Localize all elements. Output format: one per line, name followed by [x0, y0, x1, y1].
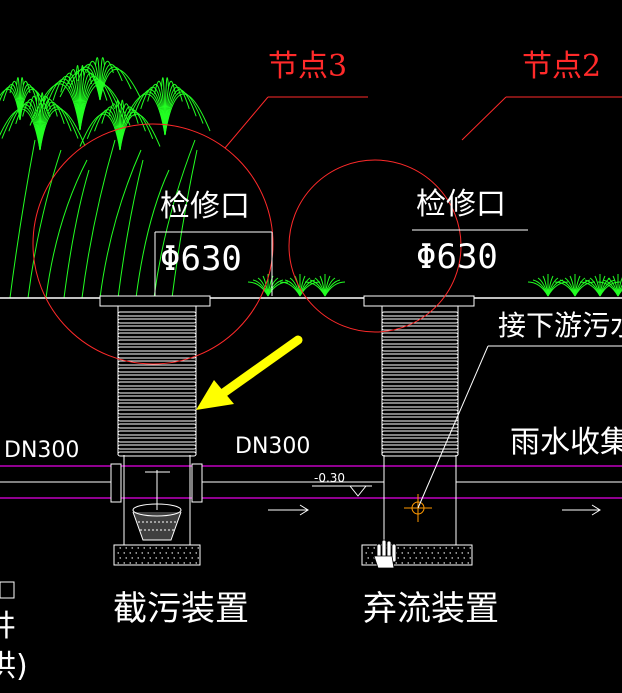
manhole-title-right: 检修口 — [416, 187, 506, 222]
plant-symbols — [0, 57, 622, 299]
pipe-lines — [0, 465, 622, 499]
rain-collect-note: 雨水收集 — [510, 425, 622, 460]
callout-node3-label: 节点3 — [268, 49, 348, 84]
yellow-pointer-arrow — [196, 335, 303, 410]
manhole-spec-left: Φ630 — [160, 239, 242, 279]
callout-node2-label: 节点2 — [522, 49, 602, 84]
slope-label: -0.30 — [314, 471, 346, 485]
hand-cursor-icon — [373, 539, 397, 569]
flow-arrows — [268, 504, 601, 516]
callout-node3[interactable] — [32, 96, 368, 365]
pipe-label-left: DN300 — [4, 438, 80, 463]
pipe-label-middle: DN300 — [235, 434, 311, 459]
downstream-leader — [417, 345, 489, 509]
manhole-label-frames — [154, 229, 528, 296]
edge-fragment-supply: 供) — [0, 649, 28, 684]
downstream-note: 接下游污水 — [498, 309, 622, 342]
callout-node2[interactable] — [288, 96, 622, 333]
device-intercept-label: 截污装置 — [113, 589, 249, 629]
well-discard — [361, 295, 475, 566]
manhole-title-left: 检修口 — [160, 189, 250, 224]
well-intercept — [99, 295, 211, 566]
edge-marker-box — [0, 581, 15, 599]
manhole-spec-right: Φ630 — [416, 237, 498, 277]
slope-marker — [312, 485, 372, 497]
device-discard-label: 弃流装置 — [363, 589, 499, 629]
pipe-couplings — [110, 463, 203, 503]
edge-fragment-well: 井 — [0, 609, 16, 644]
intercept-basket — [132, 470, 182, 541]
